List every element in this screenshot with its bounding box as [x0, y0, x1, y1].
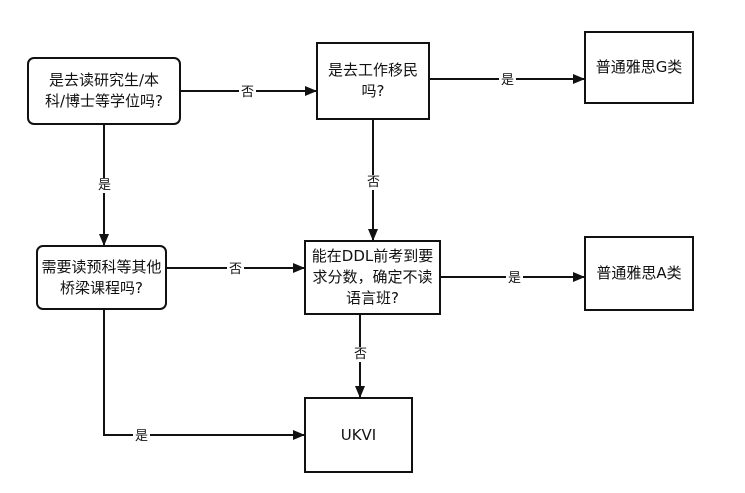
node-ielts-general-text: 普通雅思G类	[595, 58, 683, 76]
edge-label-q1-q2: 否	[239, 85, 257, 100]
node-ukvi: UKVI	[304, 397, 413, 473]
node-ielts-general: 普通雅思G类	[584, 31, 694, 104]
node-ukvi-text: UKVI	[340, 425, 377, 444]
node-degree-question-text: 是去读研究生/本 科/博士等学位吗?	[44, 71, 164, 110]
edge-label-q3-q4: 否	[227, 262, 245, 277]
edge-label-q2-q4: 否	[365, 175, 383, 190]
node-ddl-score-question: 能在DDL前考到要 求分数，确定不读 语言班?	[304, 240, 441, 315]
node-ddl-score-question-text: 能在DDL前考到要 求分数，确定不读 语言班?	[311, 247, 434, 307]
edge-label-q1-q3: 是	[96, 178, 114, 193]
edge-q3-ukvi	[103, 310, 305, 440]
node-foundation-question-text: 需要读预科等其他 桥梁课程吗?	[41, 257, 162, 297]
node-ielts-academic: 普通雅思A类	[584, 236, 694, 311]
node-ielts-academic-text: 普通雅思A类	[596, 264, 682, 282]
edge-label-q2-g: 是	[499, 73, 517, 88]
node-degree-question: 是去读研究生/本 科/博士等学位吗?	[27, 57, 181, 125]
edge-label-q3-ukvi: 是	[133, 429, 151, 444]
node-work-migration-question-text: 是去工作移民 吗?	[327, 61, 418, 100]
node-work-migration-question: 是去工作移民 吗?	[316, 42, 430, 120]
node-foundation-question: 需要读预科等其他 桥梁课程吗?	[36, 245, 167, 310]
edge-label-q4-a: 是	[506, 271, 524, 286]
edge-label-q4-ukvi: 否	[352, 347, 370, 362]
